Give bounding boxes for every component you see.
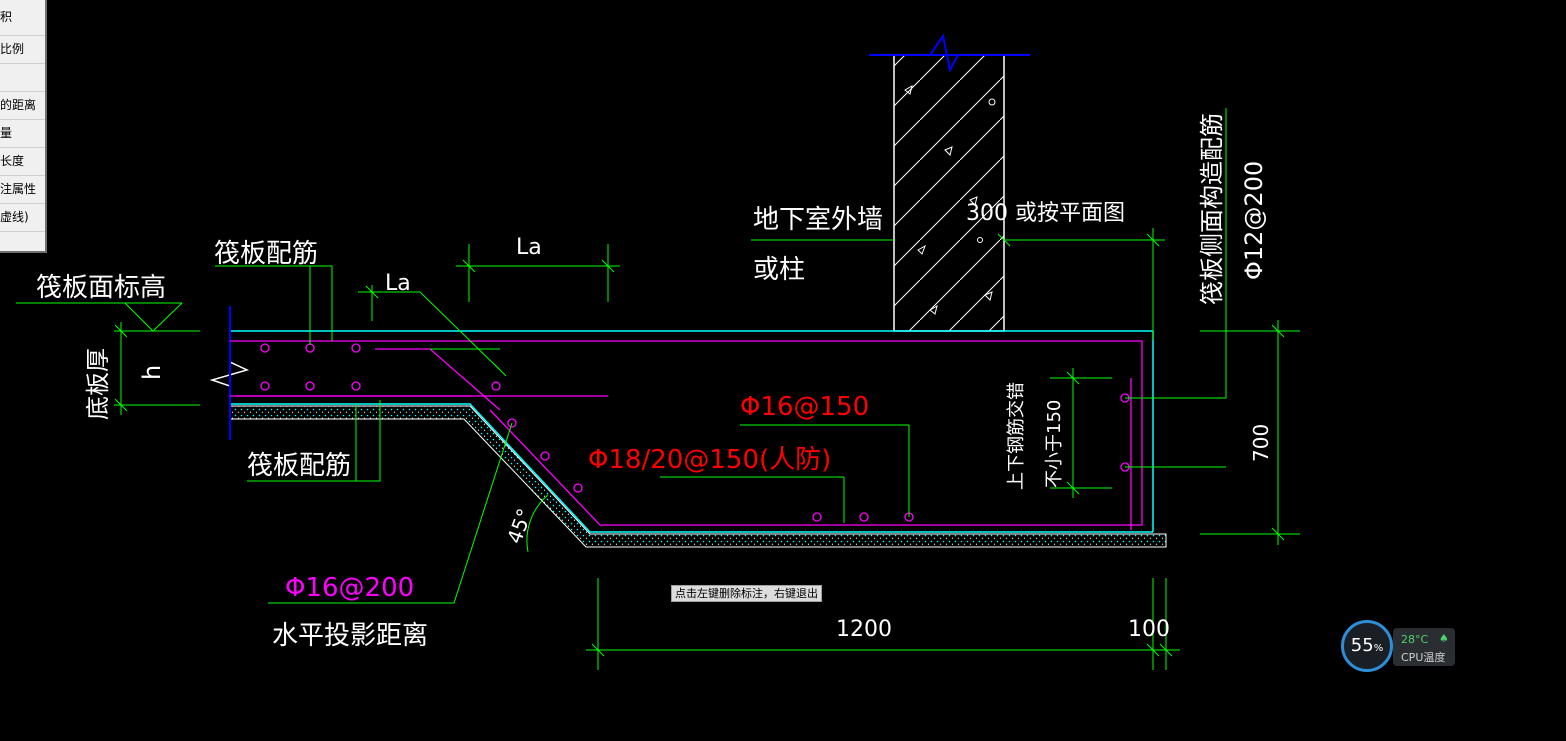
menu-item[interactable]: 积 <box>0 0 45 36</box>
menu-item[interactable]: 注属性 <box>0 176 45 204</box>
menu-item[interactable]: 长度 <box>0 148 45 176</box>
side-reinf-spec-label: Φ12@200 <box>1240 161 1268 280</box>
rebar-lines <box>230 340 1143 530</box>
basement-wall <box>869 33 1030 332</box>
wall-label-2: 或柱 <box>753 255 805 285</box>
rebar-200-label: Φ16@200 <box>285 573 414 603</box>
stagger-label-2: 不小于150 <box>1044 400 1065 488</box>
leaf-icon: ♠ <box>1439 632 1449 645</box>
slab-thickness-label: 底板厚 <box>84 348 112 420</box>
cpu-percent-unit: % <box>1373 643 1384 654</box>
wall-label: 地下室外墙 <box>753 205 883 235</box>
horizontal-projection-label: 水平投影距离 <box>272 621 428 651</box>
la-label-2: La <box>385 271 411 296</box>
cpu-widget[interactable]: 55% 28°C ♠ CPU温度 <box>1339 620 1455 676</box>
dim-1200-label: 1200 <box>836 617 892 642</box>
slab-outline <box>230 330 1154 533</box>
la-label-1: La <box>516 235 542 260</box>
cushion-layer <box>229 405 1167 548</box>
cpu-temp-label: CPU温度 <box>1401 651 1446 664</box>
rebar-150-label: Φ16@150 <box>740 392 869 422</box>
menu-item[interactable]: 的距离 <box>0 92 45 120</box>
menu-item[interactable]: 比例 <box>0 36 45 64</box>
menu-item[interactable]: 量 <box>0 120 45 148</box>
angle-label: 45° <box>502 505 537 547</box>
side-reinf-label: 筏板侧面构造配筋 <box>1198 113 1226 305</box>
cpu-temp-panel: 28°C ♠ CPU温度 <box>1393 628 1455 666</box>
cpu-percent: 55 <box>1350 635 1374 656</box>
rebar-1820-label: Φ18/20@150(人防) <box>588 445 831 475</box>
dimension-lines <box>16 108 1300 670</box>
labels: 筏板面标高 筏板配筋 筏板配筋 底板厚 h La La 地下室外墙 或柱 300… <box>36 113 1273 651</box>
menu-item[interactable] <box>0 64 45 92</box>
raft-reinf-bottom-label: 筏板配筋 <box>247 451 351 481</box>
raft-reinf-top-label: 筏板配筋 <box>214 239 318 269</box>
cpu-temperature: 28°C <box>1401 633 1429 646</box>
menu-item[interactable]: 虚线) <box>0 204 45 232</box>
rebar-dots <box>260 343 1130 522</box>
status-tooltip: 点击左键删除标注，右键退出 <box>671 585 822 602</box>
break-line <box>209 306 250 440</box>
side-menu: 积 比例 的距离 量 长度 注属性 虚线) <box>0 0 47 253</box>
stagger-label-1: 上下钢筋交错 <box>1006 382 1027 490</box>
dim-100-label: 100 <box>1128 617 1170 642</box>
h-label: h <box>138 365 166 380</box>
cpu-usage-ring: 55% <box>1341 620 1393 672</box>
wall-width-label: 300 或按平面图 <box>966 201 1125 226</box>
raft-top-elevation-label: 筏板面标高 <box>36 273 166 303</box>
dim-700-label: 700 <box>1249 424 1273 462</box>
